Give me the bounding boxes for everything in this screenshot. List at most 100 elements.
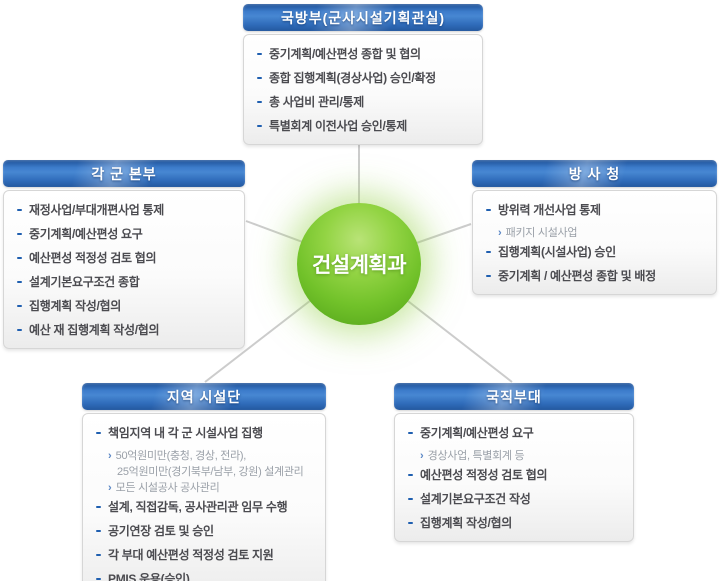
node-region-title: 지역 시설단: [166, 388, 242, 405]
bullet-dash-icon: [257, 77, 262, 79]
center-label: 건설계획과: [311, 254, 407, 277]
sub-arrow-icon: ›: [108, 450, 112, 462]
node-dapa-body: 방위력 개선사업 통제 › 패키지 시설사업 집행계획(시설사업) 승인 중기계…: [472, 190, 717, 295]
item-text: 예산 재 집행계획 작성/협의: [29, 323, 160, 337]
node-mnd: 국방부(군사시설기획관실) 중기계획/예산편성 종합 및 협의 종합 집행계획(…: [243, 4, 483, 145]
bullet-dash-icon: [17, 281, 22, 283]
item-text: 종합 집행계획(경상사업) 승인/확정: [269, 71, 436, 85]
sub-text: 경상사업, 특별회계 등: [427, 450, 525, 462]
list-item: 예산편성 적정성 검토 협의: [407, 467, 623, 483]
bullet-dash-icon: [96, 554, 101, 556]
bullet-dash-icon: [96, 578, 101, 580]
node-joint-body: 중기계획/예산편성 요구 › 경상사업, 특별회계 등 예산편성 적정성 검토 …: [394, 413, 634, 542]
sub-item-continuation: 25억원미만(경기북부/남부, 강원) 설계관리: [117, 465, 315, 479]
sub-arrow-icon: ›: [420, 450, 424, 462]
item-text: 설계, 직접감독, 공사관리관 임무 수행: [108, 500, 288, 514]
list-item: 공기연장 검토 및 승인: [95, 523, 315, 539]
node-region-body: 책임지역 내 각 군 시설사업 집행 › 50억원미만(충청, 경상, 전라),…: [82, 413, 326, 581]
list-item: 방위력 개선사업 통제: [485, 202, 706, 218]
item-text: 재정사업/부대개편사업 통제: [29, 203, 164, 217]
list-item: 설계, 직접감독, 공사관리관 임무 수행: [95, 499, 315, 515]
sub-item: › 50억원미만(충청, 경상, 전라),: [108, 449, 315, 463]
item-text: 중기계획/예산편성 종합 및 협의: [269, 47, 421, 61]
item-text: 설계기본요구조건 작성: [420, 492, 531, 506]
sub-list: › 50억원미만(충청, 경상, 전라), 25억원미만(경기북부/남부, 강원…: [95, 449, 315, 495]
node-mnd-header: 국방부(군사시설기획관실): [243, 4, 483, 31]
node-joint-title: 국직부대: [486, 388, 542, 405]
list-item: 집행계획 작성/협의: [407, 515, 623, 531]
item-text: 공기연장 검토 및 승인: [108, 524, 214, 538]
item-text: 중기계획 / 예산편성 종합 및 배정: [498, 269, 656, 283]
node-region: 지역 시설단 책임지역 내 각 군 시설사업 집행 › 50억원미만(충청, 경…: [82, 383, 326, 581]
sub-arrow-icon: ›: [498, 227, 502, 239]
sub-arrow-icon: ›: [108, 482, 112, 494]
node-dapa-title: 방 사 청: [568, 165, 621, 182]
sub-item: › 모든 시설공사 공사관리: [108, 481, 315, 495]
bullet-dash-icon: [96, 432, 101, 434]
list-item: 재정사업/부대개편사업 통제: [16, 202, 234, 218]
item-text: 중기계획/예산편성 요구: [29, 227, 143, 241]
list-item: 예산편성 적정성 검토 협의: [16, 250, 234, 266]
bullet-dash-icon: [408, 432, 413, 434]
node-dapa: 방 사 청 방위력 개선사업 통제 › 패키지 시설사업 집행계획(시설사업) …: [472, 160, 717, 295]
bullet-dash-icon: [96, 506, 101, 508]
bullet-dash-icon: [408, 474, 413, 476]
list-item: 특별회계 이전사업 승인/통제: [256, 118, 472, 134]
bullet-dash-icon: [408, 498, 413, 500]
list-item: 책임지역 내 각 군 시설사업 집행: [95, 425, 315, 441]
item-text: 예산편성 적정성 검토 협의: [420, 468, 548, 482]
list-item: 집행계획 작성/협의: [16, 298, 234, 314]
sub-text: 50억원미만(충청, 경상, 전라),: [115, 450, 247, 462]
list-item: 중기계획/예산편성 종합 및 협의: [256, 46, 472, 62]
list-item: 설계기본요구조건 작성: [407, 491, 623, 507]
item-text: 예산편성 적정성 검토 협의: [29, 251, 157, 265]
sub-item: › 패키지 시설사업: [498, 226, 706, 240]
list-item: 중기계획 / 예산편성 종합 및 배정: [485, 268, 706, 284]
list-item: 종합 집행계획(경상사업) 승인/확정: [256, 70, 472, 86]
bullet-dash-icon: [486, 209, 491, 211]
bullet-dash-icon: [17, 209, 22, 211]
node-hq: 각 군 본부 재정사업/부대개편사업 통제 중기계획/예산편성 요구 예산편성 …: [3, 160, 245, 349]
bullet-dash-icon: [257, 125, 262, 127]
list-item: 중기계획/예산편성 요구: [16, 226, 234, 242]
list-item: 총 사업비 관리/통제: [256, 94, 472, 110]
item-text: 중기계획/예산편성 요구: [420, 426, 534, 440]
bullet-dash-icon: [257, 101, 262, 103]
node-hq-title: 각 군 본부: [91, 165, 157, 182]
item-text: 집행계획(시설사업) 승인: [498, 245, 616, 259]
list-item: 중기계획/예산편성 요구: [407, 425, 623, 441]
list-item: PMIS 운용(승인): [95, 571, 315, 581]
list-item: 예산 재 집행계획 작성/협의: [16, 322, 234, 338]
node-mnd-title: 국방부(군사시설기획관실): [280, 9, 445, 26]
node-joint: 국직부대 중기계획/예산편성 요구 › 경상사업, 특별회계 등 예산편성 적정…: [394, 383, 634, 542]
bullet-dash-icon: [17, 257, 22, 259]
sub-item: › 경상사업, 특별회계 등: [420, 449, 623, 463]
node-joint-header: 국직부대: [394, 383, 634, 410]
sub-text: 25억원미만(경기북부/남부, 강원) 설계관리: [117, 466, 304, 478]
list-item: 집행계획(시설사업) 승인: [485, 244, 706, 260]
bullet-dash-icon: [257, 53, 262, 55]
item-text: 각 부대 예산편성 적정성 검토 지원: [108, 548, 274, 562]
item-text: 방위력 개선사업 통제: [498, 203, 601, 217]
node-hq-body: 재정사업/부대개편사업 통제 중기계획/예산편성 요구 예산편성 적정성 검토 …: [3, 190, 245, 349]
bullet-dash-icon: [486, 251, 491, 253]
bullet-dash-icon: [17, 233, 22, 235]
bullet-dash-icon: [17, 305, 22, 307]
center-node: 건설계획과: [297, 203, 421, 325]
item-text: 집행계획 작성/협의: [420, 516, 512, 530]
item-text: 총 사업비 관리/통제: [269, 95, 365, 109]
bullet-dash-icon: [17, 329, 22, 331]
list-item: 각 부대 예산편성 적정성 검토 지원: [95, 547, 315, 563]
item-text: 집행계획 작성/협의: [29, 299, 121, 313]
item-text: PMIS 운용(승인): [108, 572, 190, 581]
node-region-header: 지역 시설단: [82, 383, 326, 410]
sub-list: › 경상사업, 특별회계 등: [407, 449, 623, 463]
node-mnd-body: 중기계획/예산편성 종합 및 협의 종합 집행계획(경상사업) 승인/확정 총 …: [243, 34, 483, 145]
list-item: 설계기본요구조건 종합: [16, 274, 234, 290]
bullet-dash-icon: [408, 522, 413, 524]
item-text: 설계기본요구조건 종합: [29, 275, 140, 289]
bullet-dash-icon: [96, 530, 101, 532]
sub-text: 모든 시설공사 공사관리: [115, 482, 220, 494]
sub-list: › 패키지 시설사업: [485, 226, 706, 240]
